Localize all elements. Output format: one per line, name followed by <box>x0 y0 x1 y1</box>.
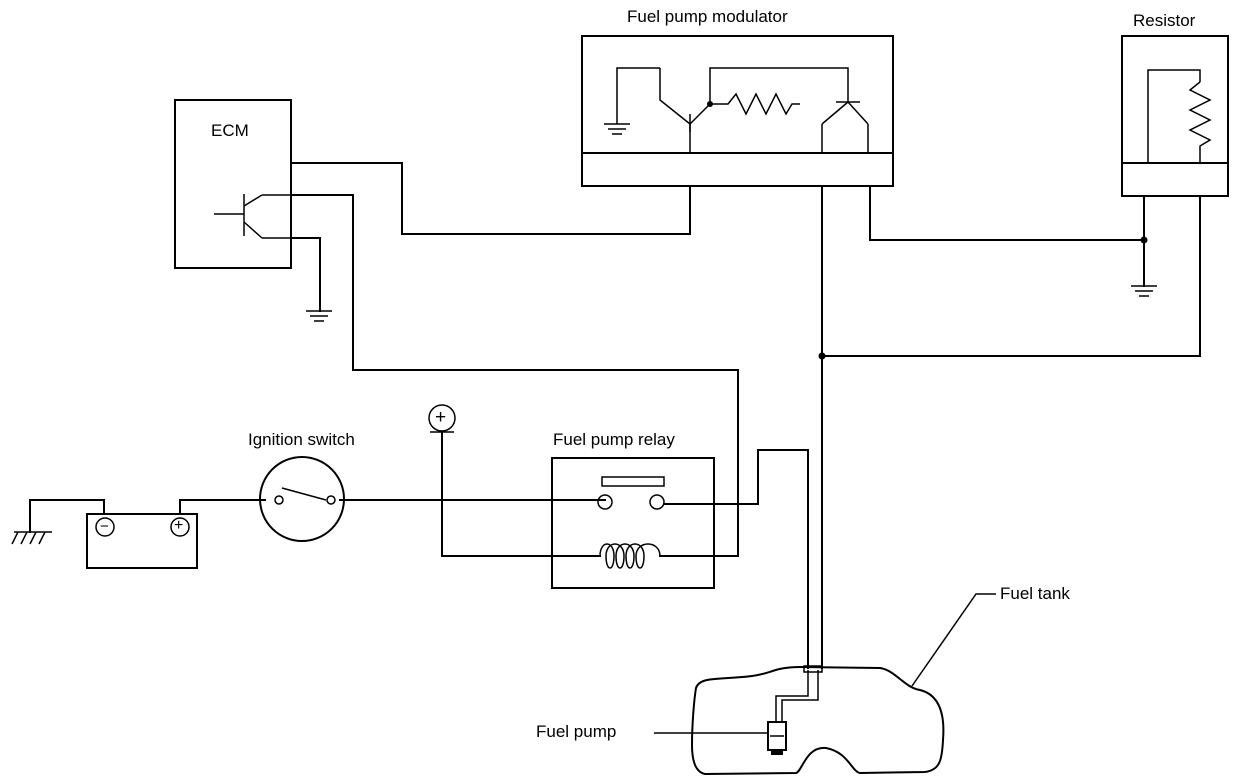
wire-ecm-to-ground <box>290 237 321 312</box>
ignition-switch-label: Ignition switch <box>248 430 355 449</box>
ecm-transistor-icon <box>214 194 291 239</box>
fuel-tank-leader-line <box>911 593 996 687</box>
wire-modulator-to-resistor <box>869 185 1145 241</box>
modulator-ground-wire <box>616 67 660 124</box>
fuel-pump-modulator <box>581 35 894 187</box>
fuel-pump-label: Fuel pump <box>536 722 617 741</box>
wiring <box>29 162 1201 722</box>
ecm-unit <box>174 99 292 269</box>
modulator-bridge-wire <box>709 67 849 104</box>
wire-tank-inner-1 <box>775 670 809 722</box>
battery-negative-symbol: − <box>100 518 109 535</box>
wire-relay-to-pump <box>663 449 809 669</box>
resistor-unit <box>1121 35 1229 197</box>
modulator-ground-icon <box>604 123 630 135</box>
relay-contact-left-icon <box>597 494 613 510</box>
ignition-switch-blade-icon <box>281 487 327 501</box>
wire-junction-to-resistor <box>821 195 1201 357</box>
junction-dot-resistor <box>1140 236 1148 244</box>
modulator-box <box>581 35 894 187</box>
tank-grommet-icon <box>803 665 823 673</box>
resistor-label: Resistor <box>1133 11 1196 30</box>
resistor-ground-icon <box>1131 285 1157 297</box>
fuel-pump-relay <box>551 457 715 589</box>
wire-ecm-to-modulator <box>290 162 691 235</box>
battery-positive-symbol: + <box>174 517 184 534</box>
ignition-switch-housing <box>259 456 345 542</box>
relay-coil-icon <box>599 543 661 569</box>
supply-positive-symbol: + <box>435 407 447 428</box>
fuel-tank <box>690 665 945 776</box>
resistor-coil-icon <box>1188 81 1212 163</box>
fuel-tank-outline <box>690 665 945 776</box>
junction-dot-harness <box>818 352 826 360</box>
wire-tank-inner-2 <box>781 670 819 722</box>
relay-contact-right-icon <box>649 494 665 510</box>
battery-ground-icon <box>11 499 52 545</box>
wire-supply-to-relay-coil <box>441 431 601 557</box>
wire-battery-to-switch <box>179 499 266 515</box>
relay-contact-bar-icon <box>601 476 665 487</box>
relay-label: Fuel pump relay <box>553 430 675 449</box>
battery <box>86 513 198 569</box>
ecm-label: ECM <box>211 121 249 140</box>
resistor-loop-wire <box>1147 69 1201 163</box>
modulator-transistor-right-icon <box>821 101 869 153</box>
fuel-tank-label: Fuel tank <box>1000 584 1070 603</box>
modulator-resistor-icon <box>710 92 800 116</box>
ignition-switch-terminal-right <box>326 495 336 505</box>
ecm-box <box>174 99 292 269</box>
fuel-pump-icon <box>767 721 787 755</box>
ecm-ground-icon <box>306 310 332 322</box>
relay-box <box>551 457 715 589</box>
positive-supply-icon <box>428 404 456 433</box>
modulator-transistor-left-icon <box>659 68 711 153</box>
wire-ecm-to-relay-coil <box>290 194 739 557</box>
battery-box <box>86 513 198 569</box>
ignition-switch <box>259 456 345 542</box>
wire-battery-ground <box>29 499 105 515</box>
modulator-junction-dot <box>707 101 713 107</box>
modulator-label: Fuel pump modulator <box>627 7 788 26</box>
resistor-box <box>1121 35 1229 197</box>
battery-positive-terminal-icon <box>170 517 190 537</box>
ignition-switch-terminal-left <box>274 495 284 505</box>
battery-negative-terminal-icon <box>95 517 115 537</box>
